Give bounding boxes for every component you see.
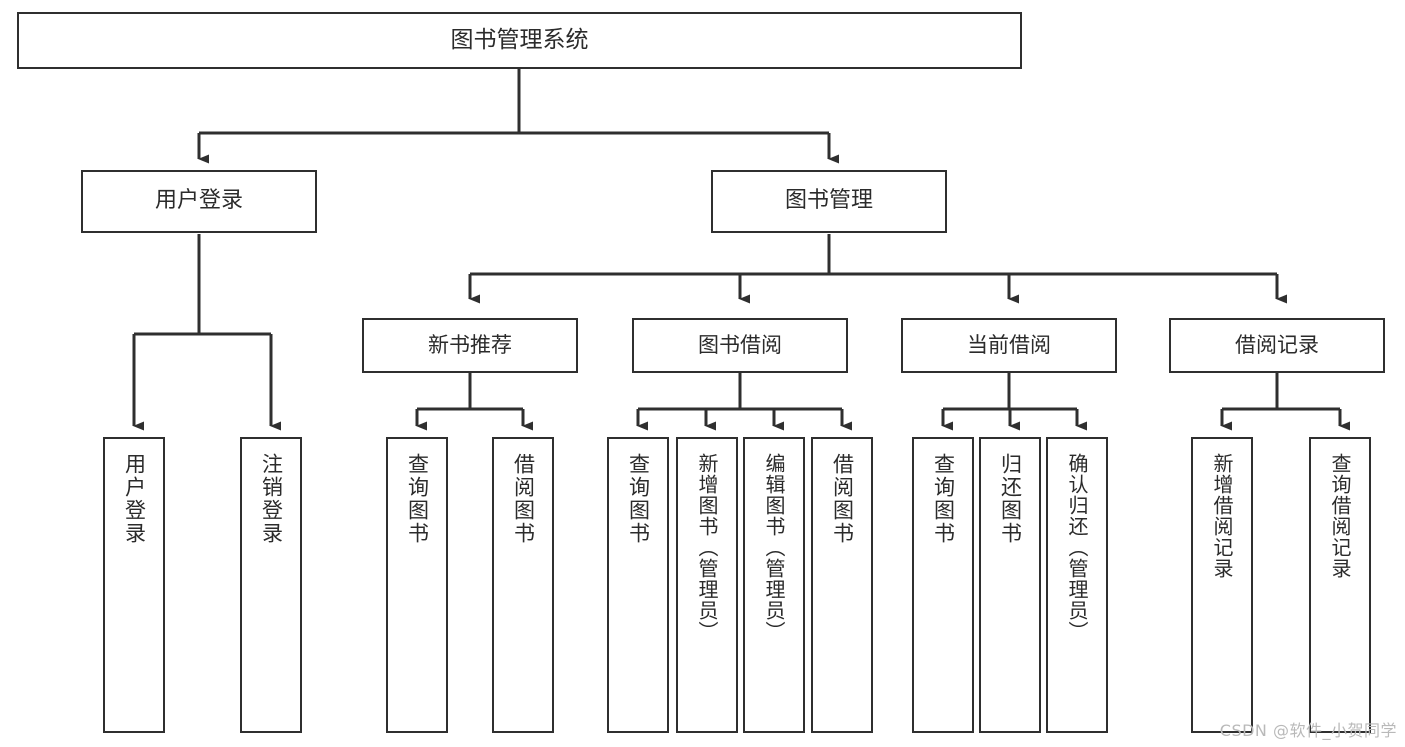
node-leaf-user-login-label: 用户登录 — [122, 453, 147, 545]
node-leaf-logout[interactable]: 注销登录 — [240, 437, 302, 733]
node-root-label: 图书管理系统 — [450, 26, 589, 53]
node-leaf-borrow-book[interactable]: 借阅图书 — [811, 437, 873, 733]
node-leaf-query-book-borrow-label: 查询图书 — [626, 453, 651, 545]
node-borrow-record[interactable]: 借阅记录 — [1169, 318, 1385, 373]
node-root-book-management-system[interactable]: 图书管理系统 — [17, 12, 1022, 69]
node-leaf-confirm-return-admin[interactable]: 确认归还（管理员） — [1046, 437, 1108, 733]
node-current-borrow-label: 当前借阅 — [967, 332, 1051, 357]
node-user-login-label: 用户登录 — [154, 188, 243, 214]
node-borrow-record-label: 借阅记录 — [1235, 332, 1319, 357]
node-book-borrow-label: 图书借阅 — [698, 332, 782, 357]
node-leaf-borrow-book-recommend[interactable]: 借阅图书 — [492, 437, 554, 733]
node-leaf-add-book-admin[interactable]: 新增图书（管理员） — [676, 437, 738, 733]
node-leaf-add-borrow-record-label: 新增借阅记录 — [1210, 453, 1234, 579]
node-leaf-borrow-book-recommend-label: 借阅图书 — [511, 453, 536, 545]
node-current-borrow[interactable]: 当前借阅 — [901, 318, 1117, 373]
node-leaf-logout-label: 注销登录 — [259, 453, 284, 545]
node-leaf-query-book-current-label: 查询图书 — [931, 453, 956, 545]
node-leaf-query-book-recommend-label: 查询图书 — [405, 453, 430, 545]
node-leaf-confirm-return-admin-label: 确认归还（管理员） — [1065, 453, 1089, 642]
node-leaf-query-book-borrow[interactable]: 查询图书 — [607, 437, 669, 733]
node-leaf-user-login[interactable]: 用户登录 — [103, 437, 165, 733]
csdn-watermark: CSDN @软件_小贺同学 — [1219, 721, 1397, 740]
node-leaf-add-borrow-record[interactable]: 新增借阅记录 — [1191, 437, 1253, 733]
node-user-login[interactable]: 用户登录 — [81, 170, 317, 233]
node-leaf-query-borrow-record[interactable]: 查询借阅记录 — [1309, 437, 1371, 733]
node-leaf-query-book-recommend[interactable]: 查询图书 — [386, 437, 448, 733]
node-book-borrow[interactable]: 图书借阅 — [632, 318, 848, 373]
node-new-book-recommend[interactable]: 新书推荐 — [362, 318, 578, 373]
node-book-management[interactable]: 图书管理 — [711, 170, 947, 233]
node-leaf-query-borrow-record-label: 查询借阅记录 — [1328, 453, 1352, 579]
node-leaf-edit-book-admin-label: 编辑图书（管理员） — [762, 453, 786, 642]
node-leaf-return-book-label: 归还图书 — [998, 453, 1023, 545]
node-leaf-borrow-book-label: 借阅图书 — [830, 453, 855, 545]
node-leaf-add-book-admin-label: 新增图书（管理员） — [695, 453, 719, 642]
node-leaf-edit-book-admin[interactable]: 编辑图书（管理员） — [743, 437, 805, 733]
node-new-book-recommend-label: 新书推荐 — [428, 332, 512, 357]
node-leaf-query-book-current[interactable]: 查询图书 — [912, 437, 974, 733]
node-leaf-return-book[interactable]: 归还图书 — [979, 437, 1041, 733]
node-book-management-label: 图书管理 — [784, 188, 873, 214]
